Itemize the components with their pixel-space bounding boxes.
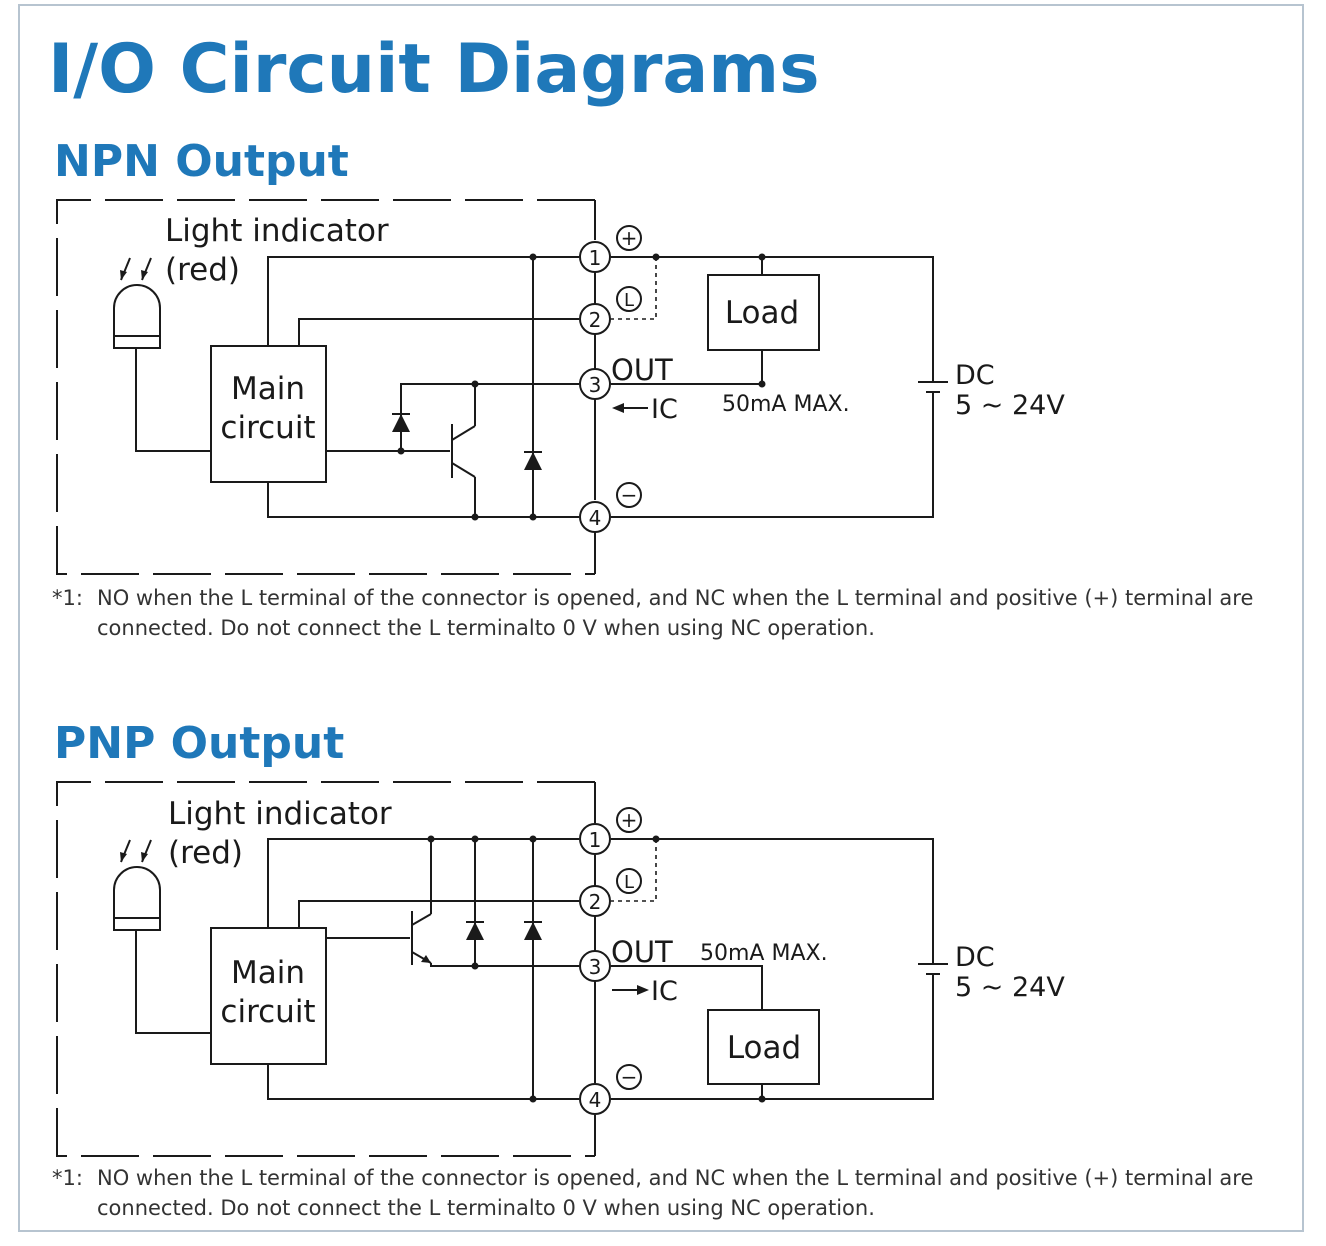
npn-housing-outline (56, 199, 595, 575)
pnp-ic-arrow (637, 985, 649, 995)
npn-wire-supply (611, 256, 934, 382)
npn-dc-label: DC (955, 360, 995, 391)
npn-plus-symbol: + (621, 226, 638, 250)
npn-wire-plus (267, 256, 579, 346)
page-frame (18, 4, 1304, 1232)
npn-max-current-label: 50mA MAX. (722, 392, 850, 417)
pnp-light-indicator-label: Light indicator (168, 796, 392, 832)
pnp-housing-outline (56, 781, 595, 1157)
pnp-max-current-label: 50mA MAX. (700, 941, 828, 966)
pnp-terminal-3-number: 3 (589, 955, 602, 979)
pnp-voltage-label: 5 ~ 24V (955, 972, 1065, 1003)
page-title: I/O Circuit Diagrams (48, 30, 820, 109)
npn-ic-arrow (612, 403, 624, 413)
npn-terminal-1 (579, 241, 611, 273)
pnp-wire-l (298, 900, 579, 928)
pnp-l-symbol: L (624, 872, 634, 893)
pnp-footnote: *1: NO when the L terminal of the connec… (52, 1163, 1302, 1223)
npn-out-label: OUT (611, 353, 673, 387)
npn-terminal-3-number: 3 (589, 373, 602, 397)
pnp-footnote-text: NO when the L terminal of the connector … (97, 1166, 1254, 1220)
pnp-terminal-1-number: 1 (589, 828, 602, 852)
npn-l-symbol: L (624, 290, 634, 311)
pnp-terminal-4 (579, 1083, 611, 1115)
pnp-terminal-4-number: 4 (589, 1088, 602, 1112)
npn-load-label: Load (725, 295, 799, 331)
pnp-led-body (113, 866, 161, 931)
npn-terminal-3 (579, 368, 611, 400)
npn-wire-l (298, 318, 579, 346)
npn-light-indicator-label: Light indicator (165, 213, 389, 249)
npn-main-circuit-label: Main (231, 371, 305, 407)
npn-led-body (113, 284, 161, 349)
npn-ic-label: IC (651, 394, 678, 425)
npn-main-circuit-label-2: circuit (220, 410, 315, 446)
npn-terminal-2-number: 2 (589, 308, 602, 332)
pnp-terminal-2-number: 2 (589, 890, 602, 914)
pnp-terminal-1 (579, 823, 611, 855)
pnp-terminal-2 (579, 885, 611, 917)
npn-terminal-1-number: 1 (589, 246, 602, 270)
pnp-out-label: OUT (611, 935, 673, 969)
npn-terminal-4-number: 4 (589, 506, 602, 530)
pnp-dc-label: DC (955, 942, 995, 973)
pnp-terminal-3 (579, 950, 611, 982)
npn-load-box (707, 274, 820, 351)
pnp-minus-symbol: − (621, 1065, 638, 1089)
pnp-main-circuit-label-2: circuit (220, 994, 315, 1030)
pnp-wire-minus (267, 1064, 579, 1100)
pnp-ic-label: IC (651, 976, 678, 1007)
npn-terminal-2 (579, 303, 611, 335)
npn-section-title: NPN Output (54, 136, 349, 187)
pnp-wire-supply (611, 838, 934, 964)
npn-l-link (611, 257, 657, 320)
pnp-main-circuit-label: Main (231, 955, 305, 991)
pnp-section-title: PNP Output (54, 718, 345, 769)
pnp-l-link (611, 839, 657, 902)
pnp-plus-symbol: + (621, 808, 638, 832)
npn-footnote: *1: NO when the L terminal of the connec… (52, 583, 1302, 643)
pnp-load-label: Load (727, 1030, 801, 1066)
pnp-load-box (707, 1009, 820, 1085)
npn-voltage-label: 5 ~ 24V (955, 390, 1065, 421)
npn-footnote-text: NO when the L terminal of the connector … (97, 586, 1254, 640)
npn-terminal-4 (579, 501, 611, 533)
npn-light-color-label: (red) (165, 252, 240, 288)
npn-footnote-mark: *1: (52, 586, 83, 610)
npn-minus-symbol: − (621, 483, 638, 507)
pnp-footnote-mark: *1: (52, 1166, 83, 1190)
pnp-circuit-diagram: Light indicator (red) Main circuit 1 2 3… (56, 781, 1065, 1157)
npn-circuit-diagram: Light indicator (red) Main circuit 1 2 3… (56, 199, 1065, 575)
pnp-light-color-label: (red) (168, 835, 243, 871)
